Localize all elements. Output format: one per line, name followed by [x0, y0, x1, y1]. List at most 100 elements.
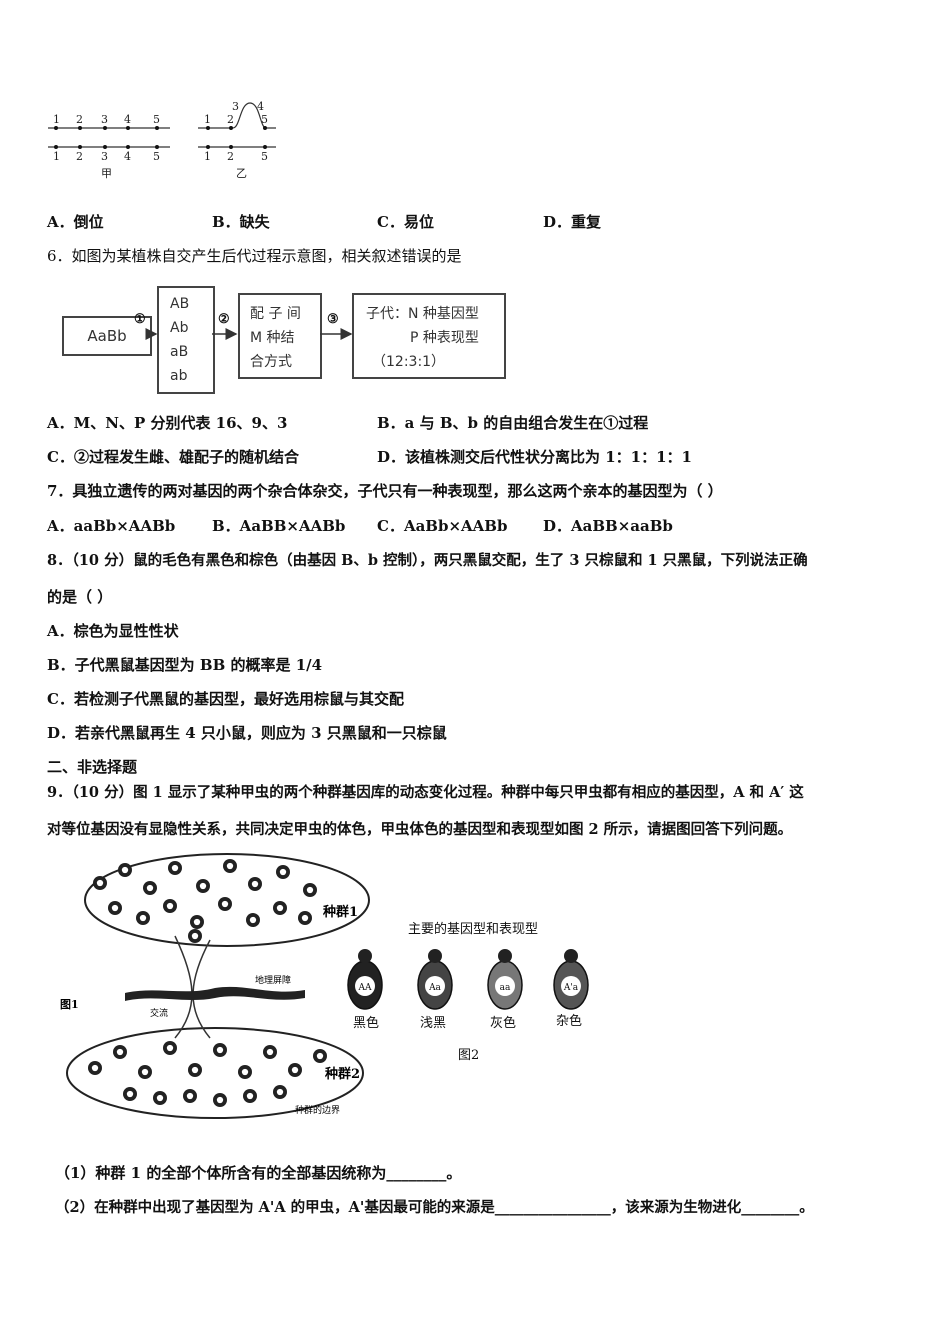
- q7-option-d: D．AaBB×aaBb: [543, 517, 673, 535]
- q5-option-c: C．易位: [377, 213, 434, 231]
- flow-parent: AaBb: [87, 327, 127, 345]
- jia-bot-4: 4: [124, 150, 131, 163]
- pop1-beetle-icon-spot: [251, 880, 259, 888]
- yi-top-1: 1: [204, 113, 211, 126]
- q6-option-c: C．②过程发生雌、雄配子的随机结合: [47, 448, 299, 466]
- offspring-line-2: P 种表现型: [410, 330, 479, 346]
- jia-top-5: 5: [153, 113, 160, 126]
- pop2-beetle-icon-spot: [186, 1092, 194, 1100]
- beetle-genotype: Aa: [428, 983, 441, 993]
- jia-bot-5: 5: [153, 150, 160, 163]
- fig1-barrier: 地理屏障: [255, 974, 291, 986]
- yi-bot-1: 1: [204, 150, 211, 163]
- flow-step-1: ①: [134, 312, 146, 327]
- q8-option-a: A．棕色为显性性状: [47, 622, 179, 640]
- beetle-spot-icon: [355, 976, 375, 996]
- pop2-beetle-icon-spot: [266, 1048, 274, 1056]
- jia-top-3: 3: [101, 113, 108, 126]
- combo-line-3: 合方式: [250, 354, 292, 370]
- q9-sub2: （2）在种群中出现了基因型为 A'A 的甲虫，A'基因最可能的来源是______…: [55, 1199, 814, 1216]
- pop2-beetle-icon-spot: [276, 1088, 284, 1096]
- q7-option-b: B．AaBB×AABb: [212, 517, 346, 535]
- flow-arrows: [145, 328, 353, 340]
- fig1-boundary: 种群的边界: [295, 1104, 340, 1116]
- pop1-beetle-icon-spot: [276, 904, 284, 912]
- pop2-beetle-icon-spot: [91, 1064, 99, 1072]
- q7-stem: 7．具独立遗传的两对基因的两个杂合体杂交，子代只有一种表现型，那么这两个亲本的基…: [47, 482, 723, 500]
- pop1-beetle-icon-spot: [146, 884, 154, 892]
- pop1-beetle-icon-spot: [193, 918, 201, 926]
- pop1-beetle-icon-spot: [301, 914, 309, 922]
- pop1-beetle-icon-spot: [121, 866, 129, 874]
- jia-top-4: 4: [124, 113, 131, 126]
- flow-offspring-box: 子代：N 种基因型 P 种表现型 （12:3:1）: [352, 293, 506, 379]
- pop1-beetle-icon-spot: [171, 864, 179, 872]
- q5-option-a: A．倒位: [47, 213, 104, 231]
- pop2-beetle-icon-spot: [126, 1090, 134, 1098]
- yi-top-5: 5: [261, 113, 268, 126]
- pop2-beetle-icon-spot: [291, 1066, 299, 1074]
- flow-step-3: ③: [327, 312, 339, 327]
- q5-option-b: B．缺失: [212, 213, 270, 231]
- flow-step-2: ②: [218, 312, 230, 327]
- q9-sub1: （1）种群 1 的全部个体所含有的全部基因统称为________。: [55, 1164, 462, 1182]
- fig1-exchange: 交流: [150, 1007, 168, 1019]
- pop1-beetle-icon-spot: [191, 932, 199, 940]
- pop1-beetle-icon-spot: [166, 902, 174, 910]
- yi-top-4: 4: [257, 100, 264, 113]
- pop2-beetle-icon-spot: [241, 1068, 249, 1076]
- jia-top-2: 2: [76, 113, 83, 126]
- combo-line-2: M 种结: [250, 330, 295, 346]
- q8-stem-line2: 的是（ ）: [47, 588, 113, 606]
- pop1-beetle-icon-spot: [111, 904, 119, 912]
- beetle-head-icon: [358, 949, 372, 963]
- beetle-head-icon: [564, 949, 578, 963]
- q9-stem-line2: 对等位基因没有显隐性关系，共同决定甲虫的体色，甲虫体色的基因型和表现型如图 2 …: [47, 821, 793, 838]
- pop1-beetle-icon-spot: [199, 882, 207, 890]
- figure-2: AA Aa aa A'a: [347, 949, 589, 1010]
- q7-option-c: C．AaBb×AABb: [377, 517, 508, 535]
- fig1-pop2: 种群2: [324, 1066, 360, 1082]
- beetle-head-icon: [498, 949, 512, 963]
- pop2-beetle-icon-spot: [216, 1096, 224, 1104]
- beetle-spot-icon: [495, 976, 515, 996]
- beetle-genotype: A'a: [563, 983, 579, 993]
- gamete-4: ab: [170, 368, 188, 384]
- jia-bot-2: 2: [76, 150, 83, 163]
- yi-top-2: 2: [227, 113, 234, 126]
- beetle-genotype: aa: [500, 983, 511, 993]
- beetle-spot-icon: [561, 976, 581, 996]
- offspring-line-3: （12:3:1）: [372, 354, 446, 370]
- yi-caption: 乙: [236, 167, 247, 180]
- pop1-beetle-icon-spot: [279, 868, 287, 876]
- pop2-beetle-icon-spot: [316, 1052, 324, 1060]
- fig2-title: 主要的基因型和表现型: [408, 922, 539, 937]
- flow-combo-box: 配 子 间 M 种结 合方式: [238, 293, 322, 379]
- fig2-phenotype-1: 黑色: [353, 1016, 380, 1031]
- gamete-1: AB: [170, 296, 190, 312]
- pop2-beetle-icon-spot: [166, 1044, 174, 1052]
- pop1-beetle-icon-spot: [96, 879, 104, 887]
- chromosome-figure: 1 2 3 4 5 1 2 3 4 5 甲 1 2 3 4 5 1 2 5 乙: [48, 100, 276, 180]
- pop2-beetle-icon-spot: [116, 1048, 124, 1056]
- q8-option-b: B．子代黑鼠基因型为 BB 的概率是 1/4: [47, 656, 323, 674]
- beetle-genotype: AA: [358, 983, 372, 993]
- q5-option-d: D．重复: [543, 213, 602, 231]
- fig1-pop1: 种群1: [322, 904, 358, 920]
- yi-top-3: 3: [232, 100, 239, 113]
- flow-parent-box: AaBb: [62, 316, 152, 356]
- q8-option-c: C．若检测子代黑鼠的基因型，最好选用棕鼠与其交配: [47, 690, 404, 708]
- q9-stem-line1: 9．（10 分）图 1 显示了某种甲虫的两个种群基因库的动态变化过程。种群中每只…: [47, 784, 804, 801]
- pop2-beetle-icon-spot: [246, 1092, 254, 1100]
- q8-option-d: D．若亲代黑鼠再生 4 只小鼠，则应为 3 只黑鼠和一只棕鼠: [47, 724, 447, 742]
- pop1-beetle-icon-spot: [139, 914, 147, 922]
- q6-option-b: B．a 与 B、b 的自由组合发生在①过程: [377, 414, 649, 432]
- pop2-beetle-icon-spot: [191, 1066, 199, 1074]
- offspring-line-1: 子代：N 种基因型: [366, 306, 479, 322]
- jia-top-1: 1: [53, 113, 60, 126]
- yi-bot-5: 5: [261, 150, 268, 163]
- q8-stem-line1: 8．（10 分）鼠的毛色有黑色和棕色（由基因 B、b 控制），两只黑鼠交配，生了…: [47, 552, 808, 569]
- beetle-spot-icon: [425, 976, 445, 996]
- pop1-beetle-icon-spot: [249, 916, 257, 924]
- pop1-beetle-icon-spot: [221, 900, 229, 908]
